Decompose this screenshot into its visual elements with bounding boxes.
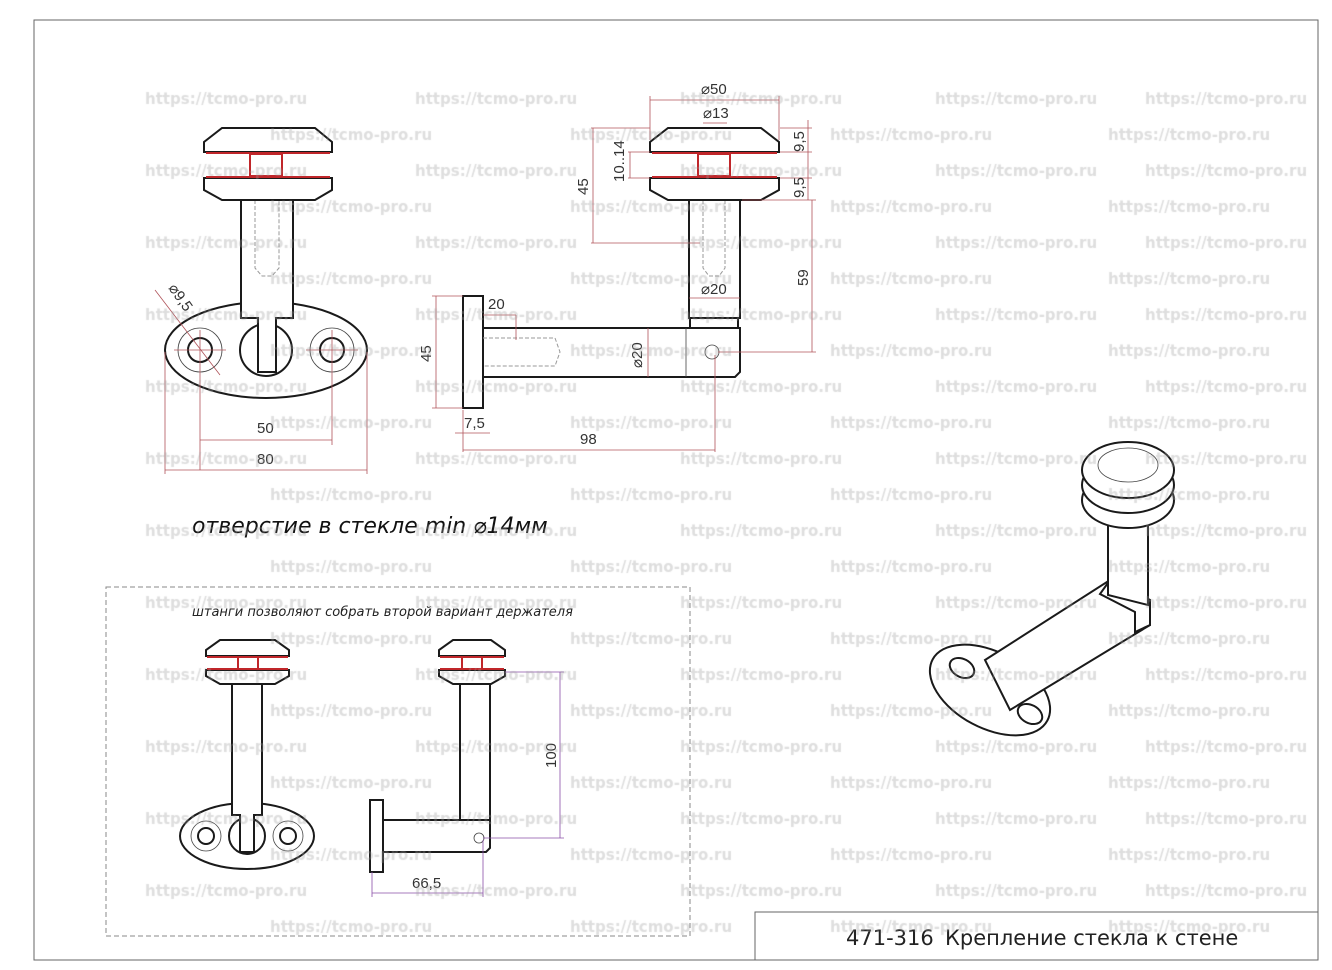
dim-arm-dia: ⌀20 [629, 342, 646, 368]
dim-glass-gap: 10..14 [611, 140, 628, 182]
alternative-variant: штанги позволяют собрать второй вариант … [105, 586, 691, 937]
dim-base-width: 80 [257, 451, 274, 468]
dim-clamp-height: 45 [575, 178, 592, 195]
glass-hole-caption: отверстие в стекле min ⌀14мм [192, 514, 548, 539]
dim-base-height: 45 [418, 345, 435, 362]
drawing-name: Крепление стекла к стене [945, 926, 1238, 950]
isometric-view [928, 441, 1175, 737]
title-block: 471-316 Крепление стекла к стене [754, 911, 1319, 961]
dim-hole-dia: ⌀9,5 [165, 281, 196, 315]
side-view: 45 20 7,5 98 ⌀20 ⌀20 59 ⌀50 ⌀13 9,5 9,5 … [418, 81, 816, 452]
dim-alt-height: 100 [543, 743, 560, 768]
alternative-subtitle: штанги позволяют собрать второй вариант … [192, 605, 573, 620]
drawing-code: 471-316 [846, 926, 934, 950]
dim-plate-thick: 7,5 [464, 415, 485, 432]
dim-post-dia: ⌀20 [701, 281, 727, 298]
dim-disc-dia: ⌀50 [701, 81, 727, 98]
dim-disc-thick-top: 9,5 [791, 131, 808, 152]
dim-bolt-dia: ⌀13 [703, 105, 729, 122]
dim-thread-len: 20 [488, 296, 505, 313]
dim-hole-spacing: 50 [257, 420, 274, 437]
dim-post-height: 59 [795, 269, 812, 286]
dim-alt-arm-len: 66,5 [412, 875, 441, 892]
dim-disc-thick-bottom: 9,5 [791, 177, 808, 198]
front-view: ⌀9,5 50 80 [154, 127, 368, 474]
dim-arm-len: 98 [580, 431, 597, 448]
